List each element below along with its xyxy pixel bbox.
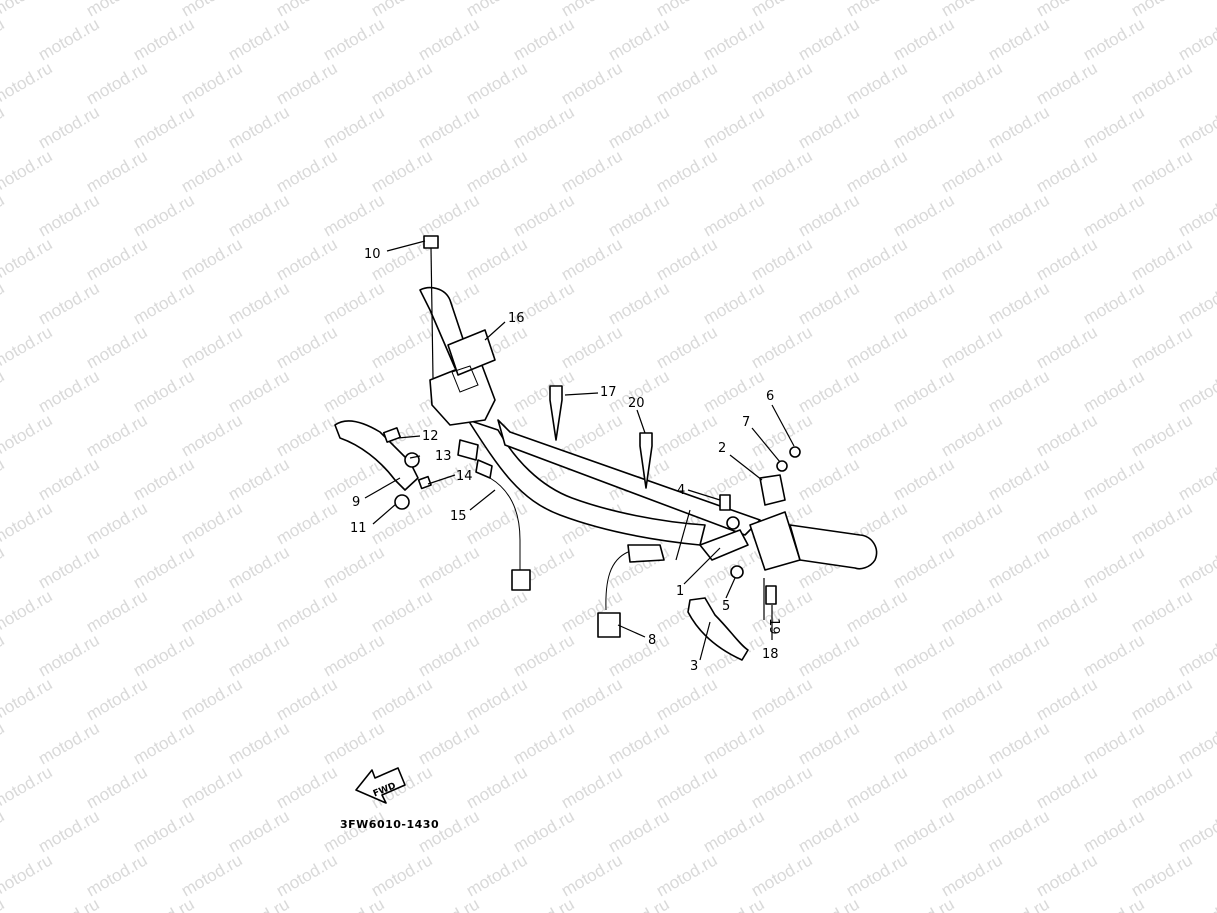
- callout-17: 17: [600, 385, 617, 400]
- bolt-10: [423, 235, 439, 379]
- callout-13: 13: [435, 449, 452, 464]
- clutch-lever: [334, 420, 432, 510]
- callout-7: 7: [742, 415, 750, 430]
- callout-4: 4: [677, 483, 685, 498]
- callout-6: 6: [766, 389, 774, 404]
- callout-labels: 1 2 3 4 5 6 7 8 9 10 11 12 13 14 15 16 1…: [350, 247, 781, 674]
- callout-18: 18: [762, 647, 779, 662]
- callout-8: 8: [648, 633, 656, 648]
- throttle-grip: [719, 446, 878, 605]
- callout-12: 12: [422, 429, 439, 444]
- callout-1: 1: [676, 584, 684, 599]
- callout-10: 10: [364, 247, 381, 262]
- brake-lever: [687, 516, 749, 661]
- callout-15: 15: [450, 509, 467, 524]
- callout-20: 20: [628, 396, 645, 411]
- left-switch-housing: [429, 329, 496, 426]
- brake-switch-8: [597, 544, 665, 638]
- switch-cable-15: [457, 439, 531, 591]
- callout-3: 3: [690, 659, 698, 674]
- callout-2: 2: [718, 441, 726, 456]
- callout-9: 9: [352, 495, 360, 510]
- callout-11: 11: [350, 521, 367, 536]
- callout-16: 16: [508, 311, 525, 326]
- callout-5: 5: [722, 599, 730, 614]
- cable-ties: [549, 385, 653, 489]
- fwd-arrow-icon: FWD: [355, 767, 406, 804]
- leader-lines: [364, 240, 795, 661]
- callout-14: 14: [456, 469, 473, 484]
- diagram-code: 3FW6010-1430: [340, 818, 439, 831]
- callout-19: 19: [766, 618, 781, 635]
